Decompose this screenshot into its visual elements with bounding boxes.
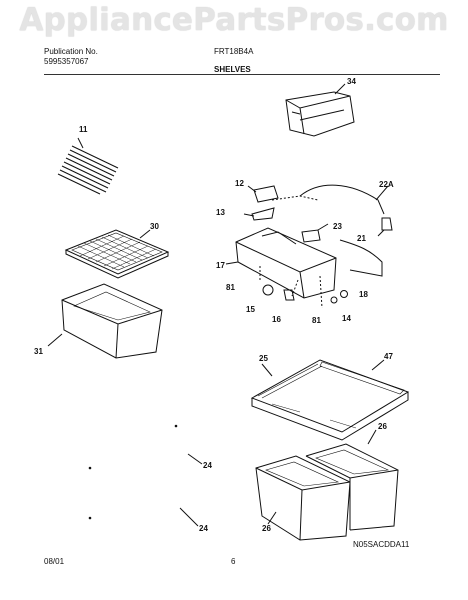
model-number: FRT18B4A: [214, 47, 254, 56]
footer-diagram-code: N05SACDDA11: [353, 540, 410, 549]
part-22A-wire-harness: [299, 184, 393, 277]
callout-16: 16: [272, 315, 281, 324]
callout-13: 13: [216, 208, 225, 217]
callout-14: 14: [342, 314, 351, 323]
publication-number: 5995357067: [44, 57, 89, 66]
callout-17: 17: [216, 261, 225, 270]
part-11-shelf-supports: [57, 137, 119, 195]
callout-12: 12: [235, 179, 244, 188]
callout-26-top: 26: [378, 422, 387, 431]
callout-47: 47: [384, 352, 393, 361]
callout-30: 30: [150, 222, 159, 231]
part-25-47-glass-shelf: [250, 359, 410, 441]
footer-date: 08/01: [44, 557, 65, 566]
header-divider: [44, 74, 440, 75]
callout-24-top: 24: [203, 461, 212, 470]
part-30-crisper-cover: [64, 229, 170, 279]
part-34-dairy-bin: [285, 83, 355, 137]
callout-81-left: 81: [226, 283, 235, 292]
callout-25: 25: [259, 354, 268, 363]
callout-22A: 22A: [379, 180, 394, 189]
part-23-thermostat: [301, 223, 329, 243]
callout-81-right: 81: [312, 316, 321, 325]
part-26-crisper-drawers: [255, 429, 399, 541]
callout-21: 21: [357, 234, 366, 243]
callout-24-bottom: 24: [199, 524, 208, 533]
callout-18: 18: [359, 290, 368, 299]
part-17-control-housing: [225, 195, 337, 299]
part-13-bracket: [243, 207, 275, 221]
callout-34: 34: [347, 77, 356, 86]
part-31-crisper-drawer: [47, 283, 163, 359]
section-title: SHELVES: [214, 65, 251, 74]
footer-page-number: 6: [231, 557, 236, 566]
watermark: AppliancePartsPros.com: [19, 2, 449, 38]
callout-15: 15: [246, 305, 255, 314]
callout-31: 31: [34, 347, 43, 356]
part-12-control-knob: [247, 185, 279, 203]
callout-11: 11: [79, 125, 88, 134]
publication-label: Publication No.: [44, 47, 98, 56]
callout-23: 23: [333, 222, 342, 231]
callout-26-bottom: 26: [262, 524, 271, 533]
